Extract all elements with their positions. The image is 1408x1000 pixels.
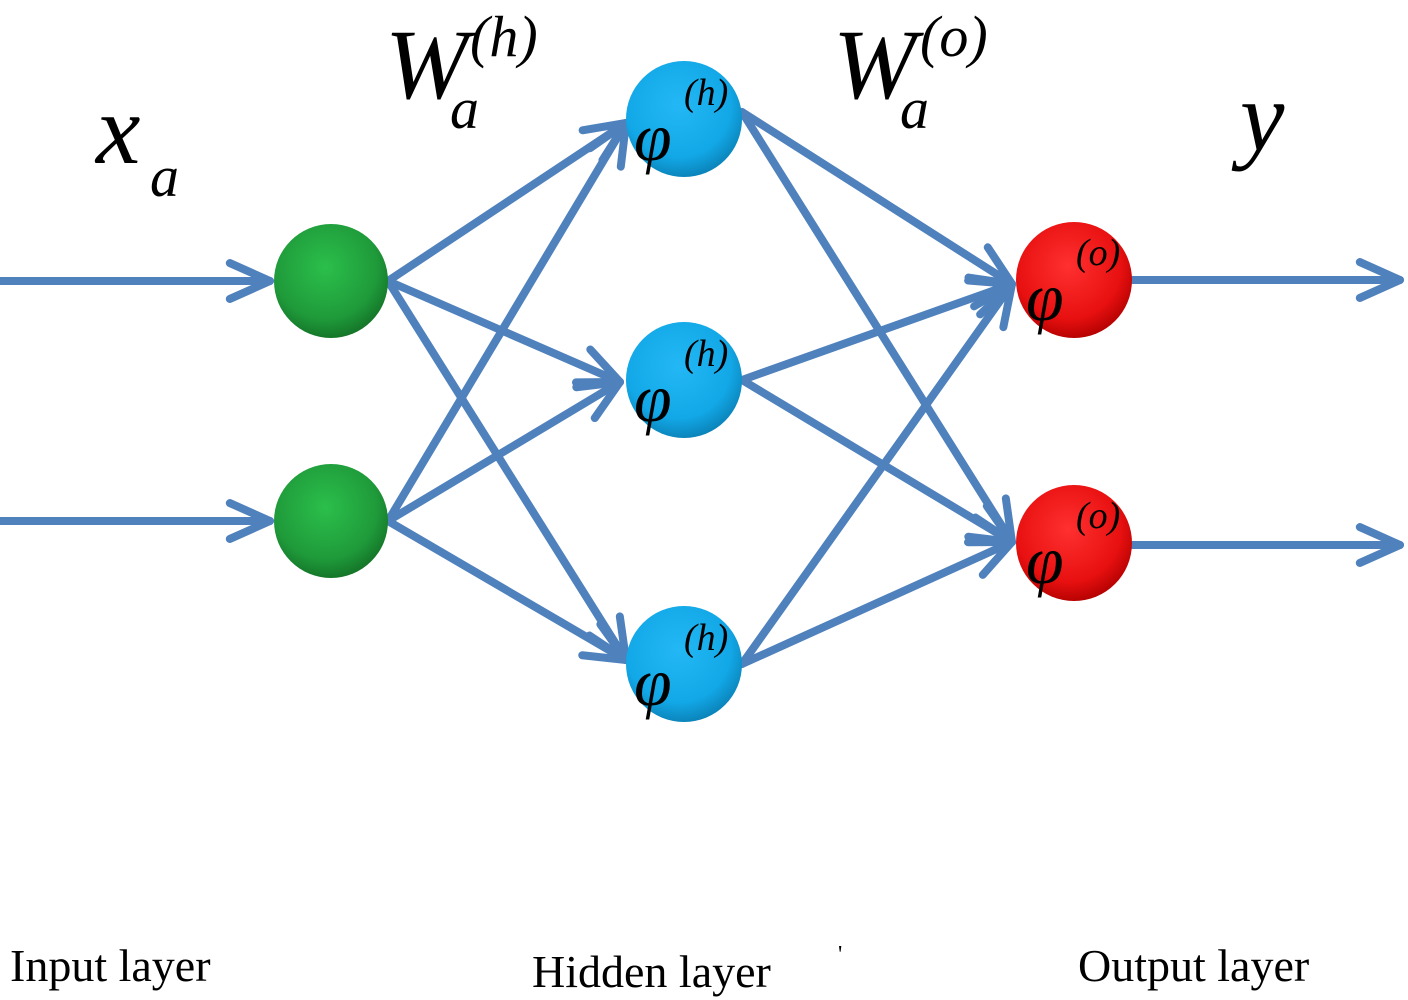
wh-symbol: W	[385, 9, 476, 120]
edge-i1-h3	[384, 277, 630, 664]
x-subscript: a	[150, 144, 179, 209]
input-arrow-1-head	[225, 259, 274, 303]
connection-arrows	[0, 108, 1404, 668]
output-symbol-label: y	[1231, 61, 1285, 172]
edge-h1-o2	[738, 108, 1016, 546]
wh-subscript: a	[450, 76, 479, 141]
edge-h3-o1-head	[970, 280, 1016, 332]
output-node-1: φ (o)	[1016, 222, 1132, 338]
hidden-node-1: φ (h)	[626, 61, 742, 177]
wo-subscript: a	[900, 76, 929, 141]
wo-superscript: (o)	[920, 4, 988, 69]
output-node-2-superscript: (o)	[1076, 495, 1120, 537]
hidden-node-2-symbol: φ	[634, 360, 672, 436]
edge-i2-h3-head	[578, 620, 630, 664]
output-layer-nodes: φ (o) φ (o)	[1016, 222, 1132, 601]
hidden-node-3-symbol: φ	[634, 644, 672, 720]
hidden-layer-nodes: φ (h) φ (h) φ (h)	[626, 61, 742, 722]
output-layer-label: Output layer	[1078, 940, 1309, 991]
hidden-layer-label: Hidden layer	[532, 946, 771, 997]
input-arrow-2-head	[225, 499, 274, 543]
edge-h2-o2	[738, 376, 1016, 546]
hidden-weights-label: W a (h)	[385, 4, 538, 141]
edge-h1-o1	[738, 108, 1016, 288]
hidden-node-3: φ (h)	[626, 606, 742, 722]
input-layer-nodes	[274, 224, 388, 578]
hidden-node-1-superscript: (h)	[684, 72, 728, 114]
edge-h3-o1	[738, 280, 1016, 668]
output-node-1-symbol: φ	[1026, 259, 1064, 335]
input-node-2	[274, 464, 388, 578]
hidden-node-2-superscript: (h)	[684, 333, 728, 375]
input-layer-label: Input layer	[10, 940, 211, 991]
edge-h3-o2-head	[964, 538, 1016, 579]
output-node-1-superscript: (o)	[1076, 232, 1120, 274]
hidden-layer-mark: '	[838, 942, 842, 968]
output-node-2-symbol: φ	[1026, 522, 1064, 598]
edge-i2-h1-head	[585, 119, 630, 171]
x-symbol: x	[94, 74, 140, 185]
output-arrow-2-head	[1355, 523, 1404, 567]
hidden-node-1-symbol: φ	[634, 99, 672, 175]
edge-i2-h1	[384, 119, 630, 525]
edge-i2-h3	[384, 517, 630, 664]
input-symbol-label: x a	[94, 74, 179, 209]
output-weights-label: W a (o)	[833, 4, 988, 141]
edge-h2-o1	[738, 280, 1016, 384]
input-node-1	[274, 224, 388, 338]
hidden-node-3-superscript: (h)	[684, 617, 728, 659]
edge-i2-h2-head	[572, 378, 624, 423]
edge-i2-h2	[384, 378, 624, 525]
wo-symbol: W	[833, 9, 924, 120]
edge-h3-o2	[738, 538, 1016, 668]
output-arrow-1-head	[1355, 258, 1404, 302]
wh-superscript: (h)	[470, 4, 538, 69]
hidden-node-2: φ (h)	[626, 322, 742, 438]
output-node-2: φ (o)	[1016, 485, 1132, 601]
